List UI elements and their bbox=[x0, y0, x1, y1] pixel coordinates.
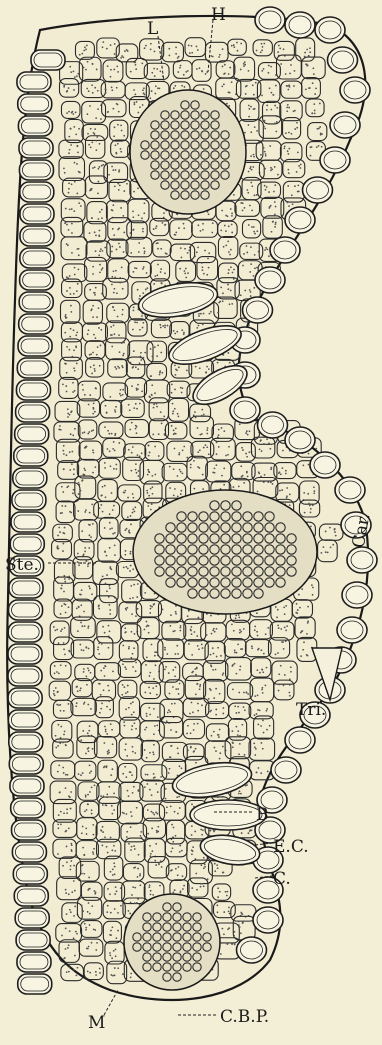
label-m: M bbox=[88, 1013, 105, 1033]
label-c: C. bbox=[273, 869, 291, 889]
label-tri: Tri. bbox=[296, 700, 326, 720]
label-ste: Ste. bbox=[5, 555, 39, 575]
label-ec: E.C. bbox=[273, 837, 309, 857]
label-H: H bbox=[211, 5, 226, 25]
vascular-bundle-top bbox=[130, 90, 246, 214]
label-cbp: C.B.P. bbox=[220, 1007, 269, 1027]
label-b: B bbox=[256, 805, 269, 825]
vascular-bundle-middle bbox=[133, 490, 317, 614]
label-L: L bbox=[147, 19, 158, 39]
vascular-bundle-bottom bbox=[124, 894, 220, 990]
